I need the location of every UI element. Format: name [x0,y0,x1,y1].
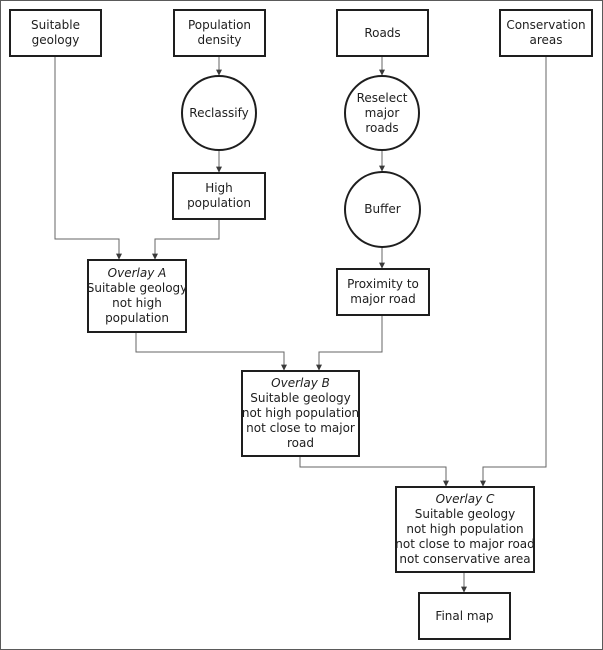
node-label-line: Roads [364,25,401,40]
node-label-line: not close to major [246,421,355,435]
node-label-line: major road [350,292,416,306]
node-label-line: road [287,436,314,450]
node-label-line: Suitable geology [250,391,351,405]
node-label-line: not conservative area [399,552,531,566]
node-label-line: Final map [435,608,494,623]
node-label-line: density [197,33,242,47]
node-proximity-major-road: Proximity to major road [336,268,430,316]
node-final-map: Final map [418,592,511,640]
edge-proximity-to-overlay-b [316,316,383,371]
node-label-line: population [187,196,251,210]
overlay-title: Overlay A [107,266,167,280]
node-label-line: Suitable [31,18,80,32]
overlay-title: Overlay B [271,376,330,390]
node-label-line: Suitable geology [414,507,516,521]
process-reselect-major-roads: Reselect major roads [344,75,420,151]
node-label-line: Suitable geology [86,281,188,295]
process-reclassify: Reclassify [181,75,257,151]
node-label-line: not high [112,296,162,310]
edge-suitable-geology-to-overlay-a [54,57,122,260]
node-label-line: Population [187,18,252,32]
node-label-line: High [205,181,233,195]
node-overlay-b: Overlay B Suitable geology not high popu… [241,370,360,457]
node-label-line: Conservation [506,18,586,32]
node-roads: Roads [336,9,429,57]
node-label-line: Proximity to [347,277,419,291]
edge-overlay-a-to-overlay-b [135,333,287,371]
node-label-line: not close to major road [395,537,535,551]
node-label-line: geology [31,33,80,47]
node-population-density: Population density [173,9,266,57]
node-label-line: not high population [241,406,360,420]
edge-overlay-b-to-overlay-c [299,457,449,487]
overlay-title: Overlay C [435,492,495,506]
node-label-line: roads [365,120,399,135]
node-label-line: Reclassify [189,105,249,120]
node-label-line: not high population [406,522,524,536]
node-label-line: population [105,311,169,325]
node-label-line: major [364,105,400,120]
edge-conservation-to-overlay-c [480,57,547,487]
node-suitable-geology: Suitable geology [9,9,102,57]
node-label-line: areas [529,33,563,47]
node-label-line: Reselect [356,90,408,105]
node-label-line: Buffer [364,202,401,216]
node-conservation-areas: Conservation areas [499,9,593,57]
node-high-population: High population [172,172,266,220]
node-overlay-c: Overlay C Suitable geology not high popu… [395,486,535,573]
node-overlay-a: Overlay A Suitable geology not high popu… [87,259,187,333]
edge-high-population-to-overlay-a [152,220,220,260]
process-buffer: Buffer [344,171,421,248]
